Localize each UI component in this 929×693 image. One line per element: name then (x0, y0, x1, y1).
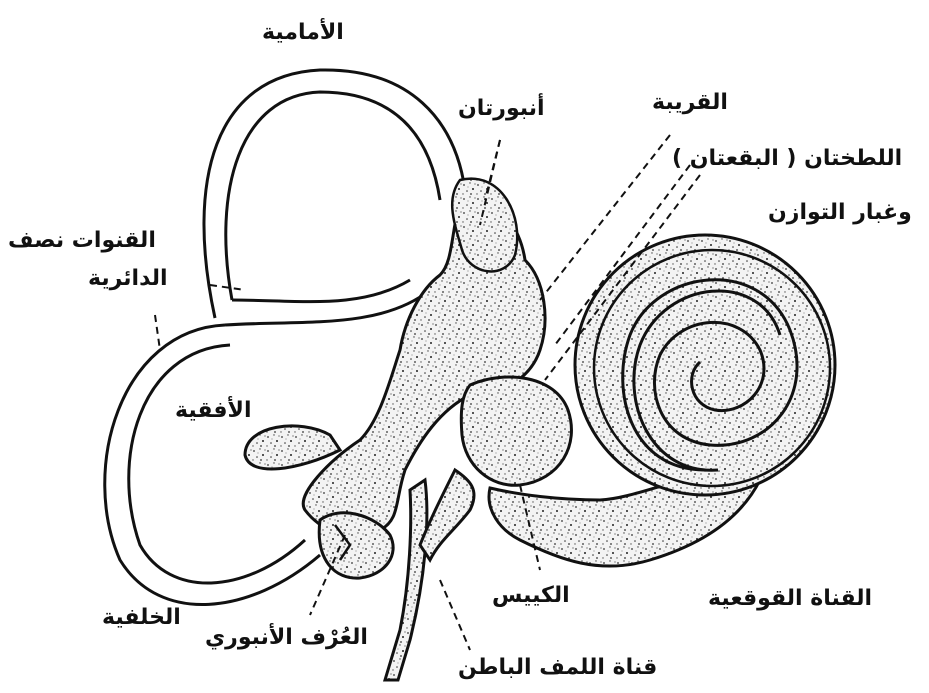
cochlea (575, 235, 835, 495)
label-endolymph-duct: قناة اللمف الباطن (458, 655, 657, 680)
label-saccule: الكييس (492, 583, 570, 608)
label-semicircular-canals-2: الدائرية (88, 266, 168, 291)
posterior-canal (225, 280, 430, 325)
label-semicircular-canals-1: القنوات نصف (8, 228, 156, 253)
lateral-canal-loop (245, 426, 340, 469)
anterior-canal (204, 70, 465, 318)
label-posterior: الخلفية (102, 605, 181, 630)
label-anterior: الأمامية (262, 20, 344, 45)
label-otoliths: وغبار التوازن (768, 200, 912, 225)
label-maculae: اللطختان ( البقعتان ) (672, 146, 902, 171)
saccule-body (461, 377, 571, 485)
label-lateral: الأفقية (175, 398, 251, 423)
label-utricle: القريبة (652, 90, 728, 115)
label-ampullae: أنبورتان (458, 96, 545, 121)
label-cochlear-duct: القناة القوقعية (708, 586, 872, 611)
label-crista: العُرْف الأنبوري (205, 625, 368, 650)
